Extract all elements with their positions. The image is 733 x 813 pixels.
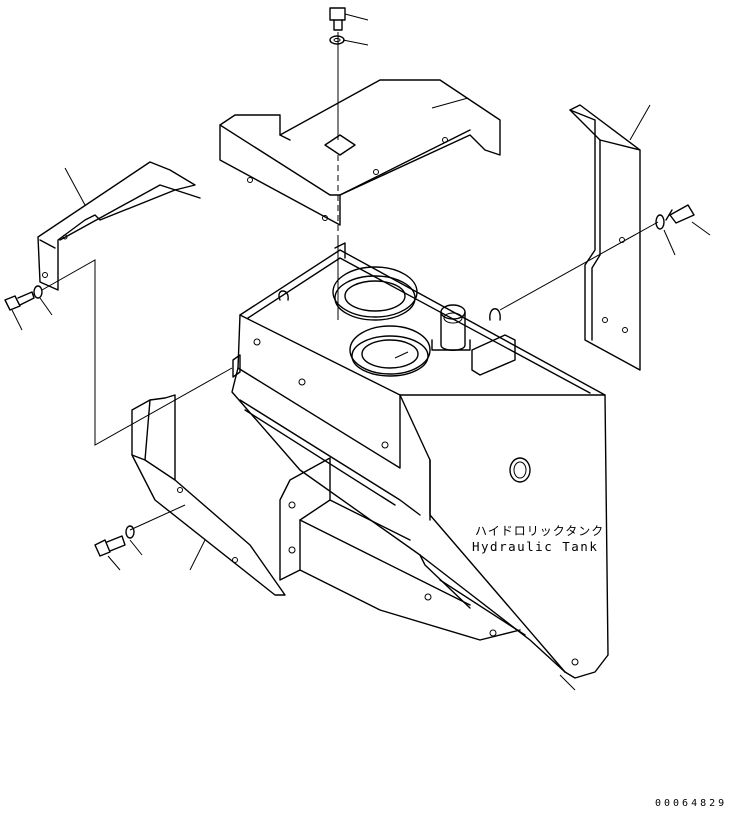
drawing-number: 00064829 — [655, 798, 728, 809]
right-side-bracket — [569, 104, 641, 371]
washer-right — [655, 214, 665, 230]
tank-port-upper — [332, 266, 418, 321]
bolt-lower-left — [94, 535, 126, 557]
lower-left-bracket — [131, 394, 286, 596]
washer-left — [33, 285, 43, 299]
filler-neck — [431, 304, 471, 351]
bolt-top — [329, 7, 346, 31]
tank-label-japanese: ハイドロリックタンク — [475, 524, 605, 538]
washer-top — [329, 35, 345, 45]
left-upper-bracket — [37, 161, 201, 291]
bolt-left — [4, 291, 35, 311]
washer-lower-left — [125, 525, 135, 539]
tank-port-lower — [349, 325, 431, 377]
leader-lines — [11, 13, 711, 571]
assembly-lines — [41, 32, 659, 531]
small-cover-plate — [471, 334, 516, 376]
top-cover-plate — [219, 79, 501, 226]
tank-label-english: Hydraulic Tank — [472, 539, 599, 554]
bolt-right — [665, 204, 695, 224]
hydraulic-tank — [231, 242, 609, 691]
